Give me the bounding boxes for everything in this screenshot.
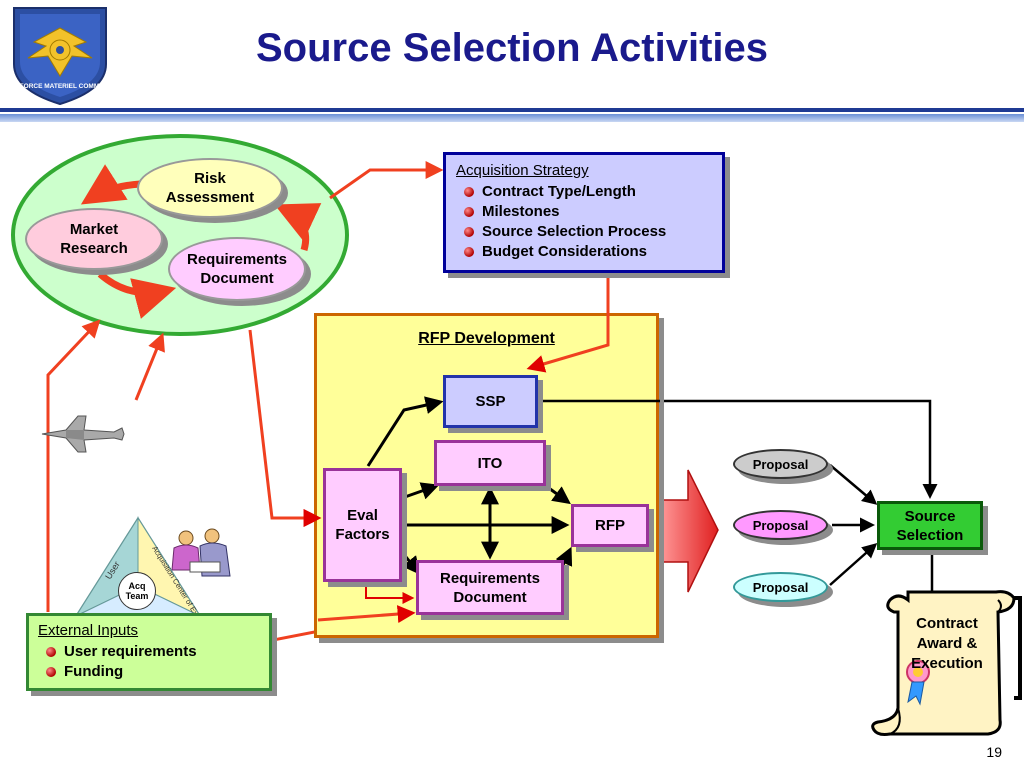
contract-scroll-icon xyxy=(871,590,1022,736)
bullet-icon xyxy=(464,207,474,217)
proposal-label-3: Proposal xyxy=(752,579,809,595)
inputs-heading: External Inputs xyxy=(38,622,139,639)
external-inputs-box: External Inputs User requirements Fundin… xyxy=(26,613,272,691)
market-research-label: Market Research xyxy=(60,221,128,257)
strategy-item: Contract Type/Length xyxy=(456,182,722,202)
source-selection-box xyxy=(877,501,983,550)
contract-label: Contract Award & Execution xyxy=(911,615,983,672)
proposal-oval-2 xyxy=(733,510,828,540)
requirements-doc-label: Requirements Document xyxy=(439,569,541,606)
inputs-item: Funding xyxy=(38,662,269,682)
inputs-list: User requirements Funding xyxy=(38,642,269,682)
source-selection-label: Source Selection xyxy=(896,507,964,544)
acq-team-circle xyxy=(118,572,156,610)
eval-factors-box xyxy=(323,468,402,582)
strategy-heading: Acquisition Strategy xyxy=(456,162,589,179)
ssp-label: SSP xyxy=(475,393,506,410)
bullet-icon xyxy=(464,247,474,257)
page-number: 19 xyxy=(986,744,1002,760)
strategy-item: Budget Considerations xyxy=(456,242,722,262)
market-research-oval xyxy=(25,208,163,270)
requirements-doc-box xyxy=(416,560,564,615)
bullet-icon xyxy=(46,647,56,657)
cycle-arrow-risk-to-market xyxy=(80,164,141,205)
bullet-icon xyxy=(46,667,56,677)
big-red-arrow-icon xyxy=(659,469,719,593)
strategy-item: Source Selection Process xyxy=(456,222,722,242)
risk-assessment-oval xyxy=(137,158,283,218)
inputs-item: User requirements xyxy=(38,642,269,662)
arrow-proposal3 xyxy=(829,543,878,586)
arrow-inputs-to-ellipse xyxy=(46,319,101,612)
logo-text: AIR FORCE MATERIEL COMMAND xyxy=(7,83,114,90)
requirements-oval-label: Requirements Document xyxy=(186,251,288,287)
title-divider-gradient xyxy=(0,114,1024,122)
arrow-ssp-to-selection xyxy=(540,399,938,499)
rfp-box xyxy=(571,504,649,547)
strategy-list: Contract Type/Length Milestones Source S… xyxy=(456,182,722,262)
rfp-heading: RFP Development xyxy=(418,330,555,347)
cycle-arrow-req-to-risk xyxy=(274,203,322,251)
acquisition-strategy-box: Acquisition Strategy Contract Type/Lengt… xyxy=(443,152,725,273)
strategy-item: Milestones xyxy=(456,202,722,222)
page-title: Source Selection Activities xyxy=(255,26,769,70)
people-icon xyxy=(171,528,231,577)
proposal-oval-3 xyxy=(733,572,828,602)
requirements-oval xyxy=(168,237,306,301)
ito-label: ITO xyxy=(477,454,503,472)
proposal-oval-1 xyxy=(733,449,828,479)
bullet-icon xyxy=(464,187,474,197)
ito-box xyxy=(434,440,546,486)
eval-factors-label: Eval Factors xyxy=(335,507,390,543)
bullet-icon xyxy=(464,227,474,237)
acq-team-label: Acq Team xyxy=(125,581,149,601)
aircraft-icon xyxy=(41,415,125,453)
arrow-to-strategy xyxy=(329,161,444,200)
ssp-box xyxy=(443,375,538,428)
afmc-logo: AIR FORCE MATERIEL COMMAND xyxy=(7,7,114,106)
arrow-triangle-to-ellipse xyxy=(134,332,165,401)
cycle-arrow-market-to-req xyxy=(97,271,177,319)
risk-assessment-label: Risk Assessment xyxy=(165,170,255,206)
proposal-label-1: Proposal xyxy=(752,456,809,472)
proposal-label-2: Proposal xyxy=(752,517,809,533)
rfp-label: RFP xyxy=(595,517,625,534)
arrow-proposal1 xyxy=(829,464,878,505)
arrow-to-eval xyxy=(248,329,322,527)
title-divider xyxy=(0,108,1024,112)
